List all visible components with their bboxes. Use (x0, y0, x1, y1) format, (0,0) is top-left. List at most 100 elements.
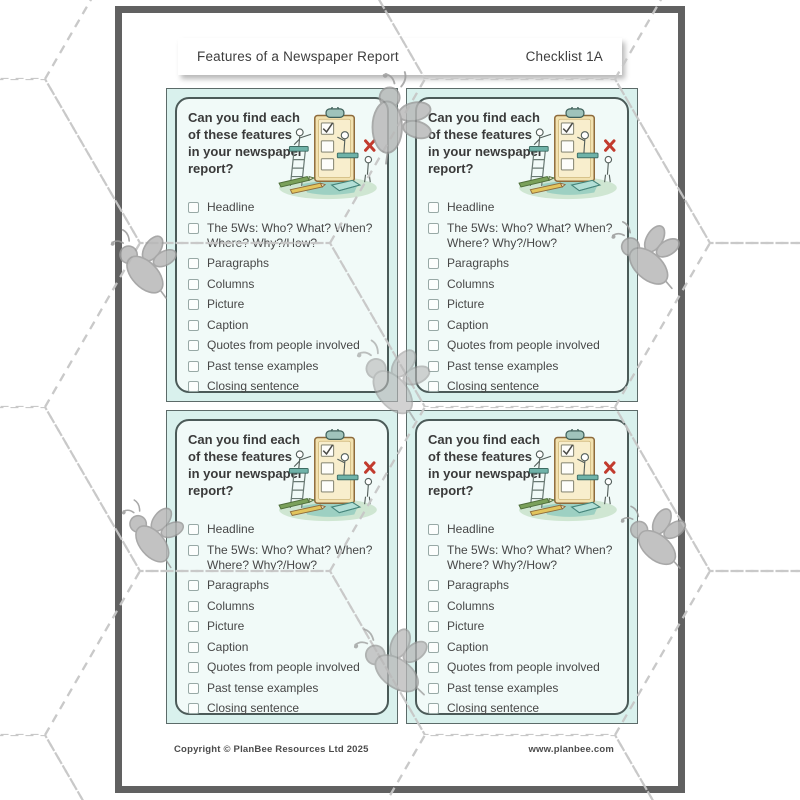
checklist-item-label: Picture (207, 619, 245, 633)
checklist-item-label: Closing sentence (447, 379, 540, 393)
checklist-item-label: Picture (447, 297, 485, 311)
checklist-clipboard-illustration (275, 107, 379, 201)
checkbox-icon (428, 360, 439, 372)
checkbox-icon (188, 278, 199, 290)
checklist-item: Caption (188, 318, 378, 333)
checklist-items: Headline The 5Ws: Who? What? When? Where… (188, 200, 378, 394)
checklist-item: Paragraphs (188, 578, 378, 593)
checklist-item-label: Past tense examples (207, 680, 319, 695)
checklist-item-label: The 5Ws: Who? What? When? Where? Why?/Ho… (207, 220, 373, 250)
checklist-item-label: Quotes from people involved (447, 338, 600, 352)
checkbox-icon (428, 544, 439, 556)
checklist-item: Picture (188, 619, 378, 634)
checkbox-icon (188, 319, 199, 331)
checklist-item-label: Columns (447, 598, 495, 613)
checklist-item: Caption (428, 318, 618, 333)
checklist-item-label: Headline (447, 200, 495, 214)
checkbox-icon (188, 621, 199, 632)
checklist-clipboard-illustration (515, 107, 619, 201)
checklist-item: The 5Ws: Who? What? When? Where? Why?/Ho… (188, 221, 378, 251)
checklist-item-label: Quotes from people involved (207, 338, 360, 352)
checklist-item: The 5Ws: Who? What? When? Where? Why?/Ho… (428, 221, 618, 251)
checkbox-icon (428, 641, 439, 653)
checklist-item: Headline (428, 200, 618, 215)
checklist-item-label: Columns (207, 598, 255, 613)
checklist-item: Closing sentence (188, 701, 378, 716)
checklist-item-label: The 5Ws: Who? What? When? Where? Why?/Ho… (207, 542, 373, 572)
checkbox-icon (188, 202, 199, 213)
checklist-item: Quotes from people involved (428, 660, 618, 675)
checklist-item: Quotes from people involved (428, 338, 618, 353)
checkbox-icon (428, 682, 439, 694)
checkbox-icon (428, 202, 439, 213)
checklist-item: Closing sentence (188, 379, 378, 394)
checklist-item-label: Columns (207, 276, 255, 291)
checklist-item: Caption (188, 640, 378, 655)
checklist-item-label: Caption (447, 639, 489, 654)
checkbox-icon (188, 258, 199, 269)
checklist-item-label: Caption (207, 317, 249, 332)
checkbox-icon (428, 381, 439, 392)
checklist-item-label: Paragraphs (207, 256, 270, 270)
checklist-item-label: Past tense examples (447, 358, 559, 373)
checklist-item: Past tense examples (188, 681, 378, 696)
checklist-item: Paragraphs (188, 256, 378, 271)
checklist-item: Past tense examples (428, 359, 618, 374)
checklist-item-label: Quotes from people involved (447, 660, 600, 674)
checkbox-icon (188, 299, 199, 310)
checklist-items: Headline The 5Ws: Who? What? When? Where… (428, 522, 618, 716)
checklist-item: Headline (188, 522, 378, 537)
checklist-item: Closing sentence (428, 379, 618, 394)
checklist-item: The 5Ws: Who? What? When? Where? Why?/Ho… (428, 543, 618, 573)
checklist-item: Paragraphs (428, 578, 618, 593)
checkbox-icon (428, 524, 439, 535)
checkbox-icon (188, 600, 199, 612)
checklist-item-label: Quotes from people involved (207, 660, 360, 674)
checklist-item-label: Closing sentence (207, 379, 300, 393)
checkbox-icon (428, 600, 439, 612)
checklist-item-label: Paragraphs (447, 256, 510, 270)
checklist-item-label: Past tense examples (207, 358, 319, 373)
checklist-item: Columns (428, 277, 618, 292)
checkbox-icon (188, 340, 199, 351)
page-footer: Copyright © PlanBee Resources Ltd 2025 w… (174, 744, 614, 755)
checklist-item: Past tense examples (428, 681, 618, 696)
checklist-item-label: The 5Ws: Who? What? When? Where? Why?/Ho… (447, 220, 613, 250)
checkbox-icon (428, 621, 439, 632)
checklist-clipboard-illustration (515, 429, 619, 523)
checklist-item-label: Closing sentence (447, 701, 540, 715)
checkbox-icon (188, 662, 199, 673)
checklist-item: Paragraphs (428, 256, 618, 271)
checklist-item-label: Paragraphs (447, 578, 510, 592)
checkbox-icon (428, 299, 439, 310)
checklist-item: Past tense examples (188, 359, 378, 374)
checklist-item: Closing sentence (428, 701, 618, 716)
checkbox-icon (428, 703, 439, 714)
checklist-item: Columns (428, 599, 618, 614)
checklist-item: Quotes from people involved (188, 660, 378, 675)
checkbox-icon (188, 580, 199, 591)
checklist-item: Headline (188, 200, 378, 215)
worksheet-page: Features of a Newspaper Report Checklist… (115, 6, 685, 793)
checklist-item: Headline (428, 522, 618, 537)
checklist-item-label: Closing sentence (207, 701, 300, 715)
header-bar: Features of a Newspaper Report Checklist… (178, 38, 622, 75)
checkbox-icon (188, 381, 199, 392)
checklist-item: Quotes from people involved (188, 338, 378, 353)
checklist-clipboard-illustration (275, 429, 379, 523)
checklist-item-label: Caption (207, 639, 249, 654)
checklist-item-label: Picture (447, 619, 485, 633)
checklist-item: The 5Ws: Who? What? When? Where? Why?/Ho… (188, 543, 378, 573)
checkbox-icon (188, 524, 199, 535)
checkbox-icon (188, 682, 199, 694)
